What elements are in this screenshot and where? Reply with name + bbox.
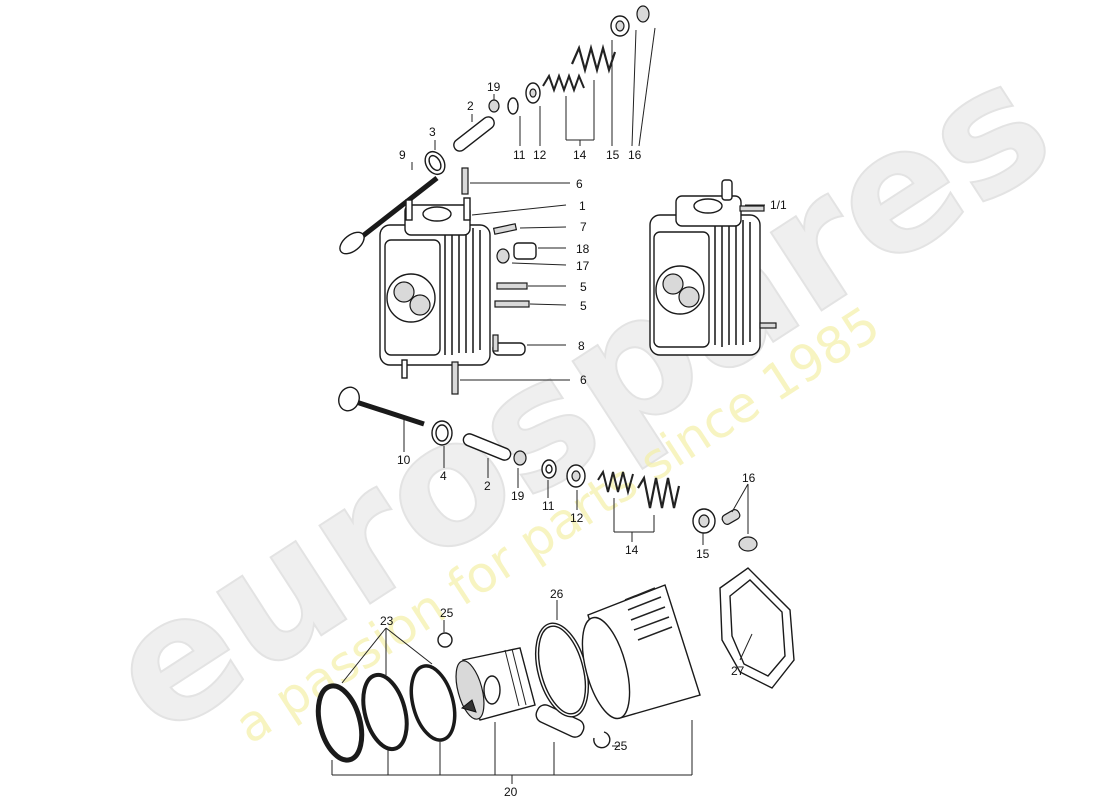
washer-11-top [507, 97, 519, 115]
label-9: 9 [399, 148, 406, 162]
label-2-bottom: 2 [484, 479, 491, 493]
label-11-bottom: 11 [542, 499, 555, 513]
washer-12-top [525, 82, 541, 104]
nut-19-bottom [513, 450, 527, 466]
label-6-upper: 6 [576, 177, 583, 191]
label-16-top: 16 [628, 148, 642, 162]
callout-labels: 9 3 2 19 11 12 14 15 16 6 1 7 18 17 5 5 … [380, 80, 787, 799]
label-5-b: 5 [580, 299, 587, 313]
cap-15-bottom [692, 508, 716, 534]
nut-19-top [488, 99, 500, 113]
label-11-top: 11 [513, 148, 526, 162]
piston [455, 647, 536, 721]
label-8: 8 [578, 339, 585, 353]
label-7: 7 [580, 220, 587, 234]
label-19-bottom: 19 [511, 489, 525, 503]
label-14-bottom: 14 [625, 543, 639, 557]
ring-4 [431, 420, 453, 446]
label-18: 18 [576, 242, 590, 256]
label-2-top: 2 [467, 99, 474, 113]
washer-12-bottom [566, 464, 586, 488]
valve-10 [338, 386, 425, 427]
circlip-25-top [437, 632, 453, 648]
spring-14-top-large [570, 43, 617, 75]
label-1: 1 [579, 199, 586, 213]
keeper-16-bottom [721, 509, 758, 552]
cylinder-barrel [581, 584, 701, 720]
label-5-a: 5 [580, 280, 587, 294]
cap-15-top [610, 15, 630, 37]
cylinder-head-left [379, 197, 491, 379]
label-25-bottom: 25 [614, 739, 628, 753]
middle-leaders [403, 420, 749, 545]
seal-ring-26 [534, 622, 590, 718]
cylinder-head-right [649, 179, 777, 356]
label-1-1: 1/1 [770, 198, 787, 212]
head-leaders [460, 182, 570, 381]
top-leaders [411, 27, 656, 170]
label-20: 20 [504, 785, 518, 799]
valve-9 [339, 176, 439, 255]
washer-11-bottom [541, 459, 557, 479]
label-16-bottom: 16 [742, 471, 756, 485]
spring-14-top-small [542, 73, 585, 93]
label-26: 26 [550, 587, 564, 601]
ring-3 [424, 150, 446, 176]
keeper-16-top [636, 5, 650, 23]
guide-2-bottom [462, 433, 512, 461]
spring-14-bottom-large [637, 474, 681, 509]
label-15-bottom: 15 [696, 547, 710, 561]
label-17: 17 [576, 259, 590, 273]
label-6-lower: 6 [580, 373, 587, 387]
label-19-top: 19 [487, 80, 501, 94]
label-12-top: 12 [533, 148, 547, 162]
bottom-leaders [331, 600, 753, 784]
label-3: 3 [429, 125, 436, 139]
head-fasteners [451, 167, 537, 395]
spring-14-bottom-small [597, 469, 634, 496]
label-4: 4 [440, 469, 447, 483]
label-27: 27 [731, 664, 745, 678]
label-23: 23 [380, 614, 394, 628]
label-10: 10 [397, 453, 411, 467]
circlip-25-bottom [593, 731, 611, 749]
label-14-top: 14 [573, 148, 587, 162]
guide-2-top [453, 116, 495, 152]
label-15-top: 15 [606, 148, 620, 162]
piston-rings-23 [315, 664, 457, 763]
label-25-top: 25 [440, 606, 454, 620]
label-12-bottom: 12 [570, 511, 584, 525]
